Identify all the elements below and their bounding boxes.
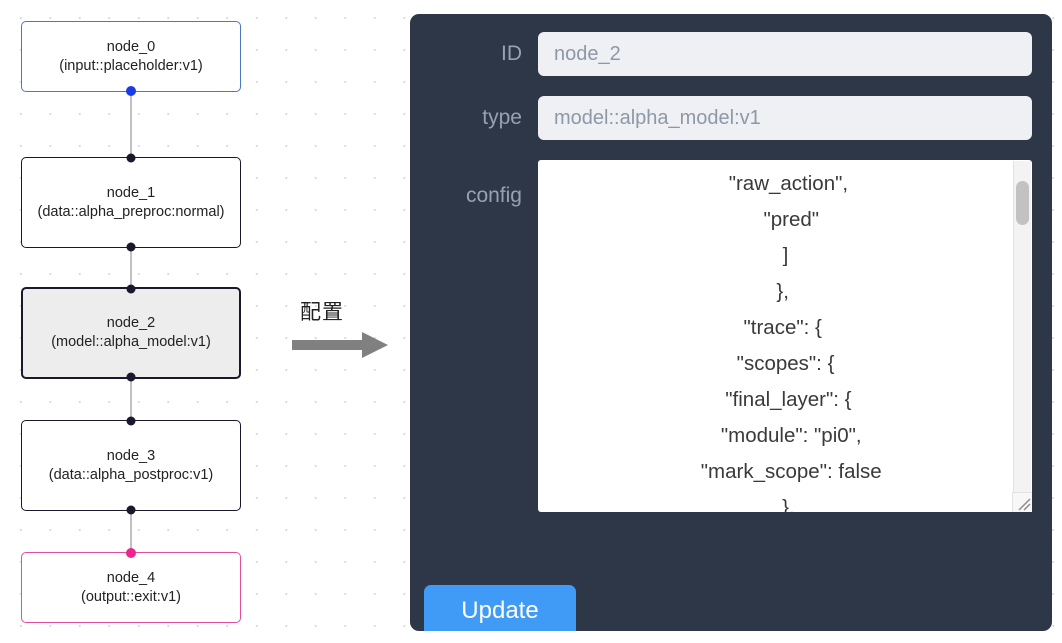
field-row-config: config xyxy=(424,160,1032,512)
flow-node-label: node_3(data::alpha_postproc:v1) xyxy=(48,447,214,483)
flow-node-label: node_0(input::placeholder:v1) xyxy=(59,38,203,74)
flow-node-node_2[interactable]: node_2(model::alpha_model:v1) xyxy=(21,284,241,382)
config-textarea-wrap xyxy=(538,160,1032,512)
node-handle-target-node_1[interactable] xyxy=(126,153,136,163)
flow-node-node_4[interactable]: node_4(output::exit:v1) xyxy=(21,548,241,623)
flow-node-node_0[interactable]: node_0(input::placeholder:v1) xyxy=(21,21,241,96)
id-input[interactable] xyxy=(538,32,1032,76)
arrow-right-icon xyxy=(292,332,388,358)
node-handle-target-node_3[interactable] xyxy=(126,416,136,426)
flow-node-label: node_1(data::alpha_preproc:normal) xyxy=(37,184,225,220)
node-handle-target-node_4[interactable] xyxy=(126,548,136,558)
node-handle-source-node_0[interactable] xyxy=(126,86,136,96)
flow-node-node_1[interactable]: node_1(data::alpha_preproc:normal) xyxy=(21,153,241,252)
type-field-label: type xyxy=(482,106,522,129)
config-scrollbar-thumb[interactable] xyxy=(1016,181,1029,225)
config-textarea[interactable] xyxy=(538,160,1032,512)
annotation-label: 配置 xyxy=(300,300,344,324)
type-input[interactable] xyxy=(538,96,1032,140)
flow-node-node_3[interactable]: node_3(data::alpha_postproc:v1) xyxy=(21,416,241,515)
node-handle-source-node_2[interactable] xyxy=(126,372,136,382)
node-handle-source-node_1[interactable] xyxy=(126,242,136,252)
field-row-id: ID xyxy=(424,32,1032,76)
flow-node-label: node_4(output::exit:v1) xyxy=(81,569,181,605)
annotation-group: 配置 xyxy=(292,296,400,366)
update-button[interactable]: Update xyxy=(424,585,576,631)
id-field-label: ID xyxy=(501,42,522,65)
flow-node-label: node_2(model::alpha_model:v1) xyxy=(51,315,211,350)
node-handle-source-node_3[interactable] xyxy=(126,505,136,515)
config-field-label: config xyxy=(465,184,522,207)
resize-handle-icon[interactable] xyxy=(1012,492,1032,512)
field-row-type: type xyxy=(424,96,1032,140)
config-panel: ID type config Update xyxy=(410,14,1052,631)
node-handle-target-node_2[interactable] xyxy=(126,284,136,294)
config-scrollbar[interactable] xyxy=(1013,161,1031,511)
